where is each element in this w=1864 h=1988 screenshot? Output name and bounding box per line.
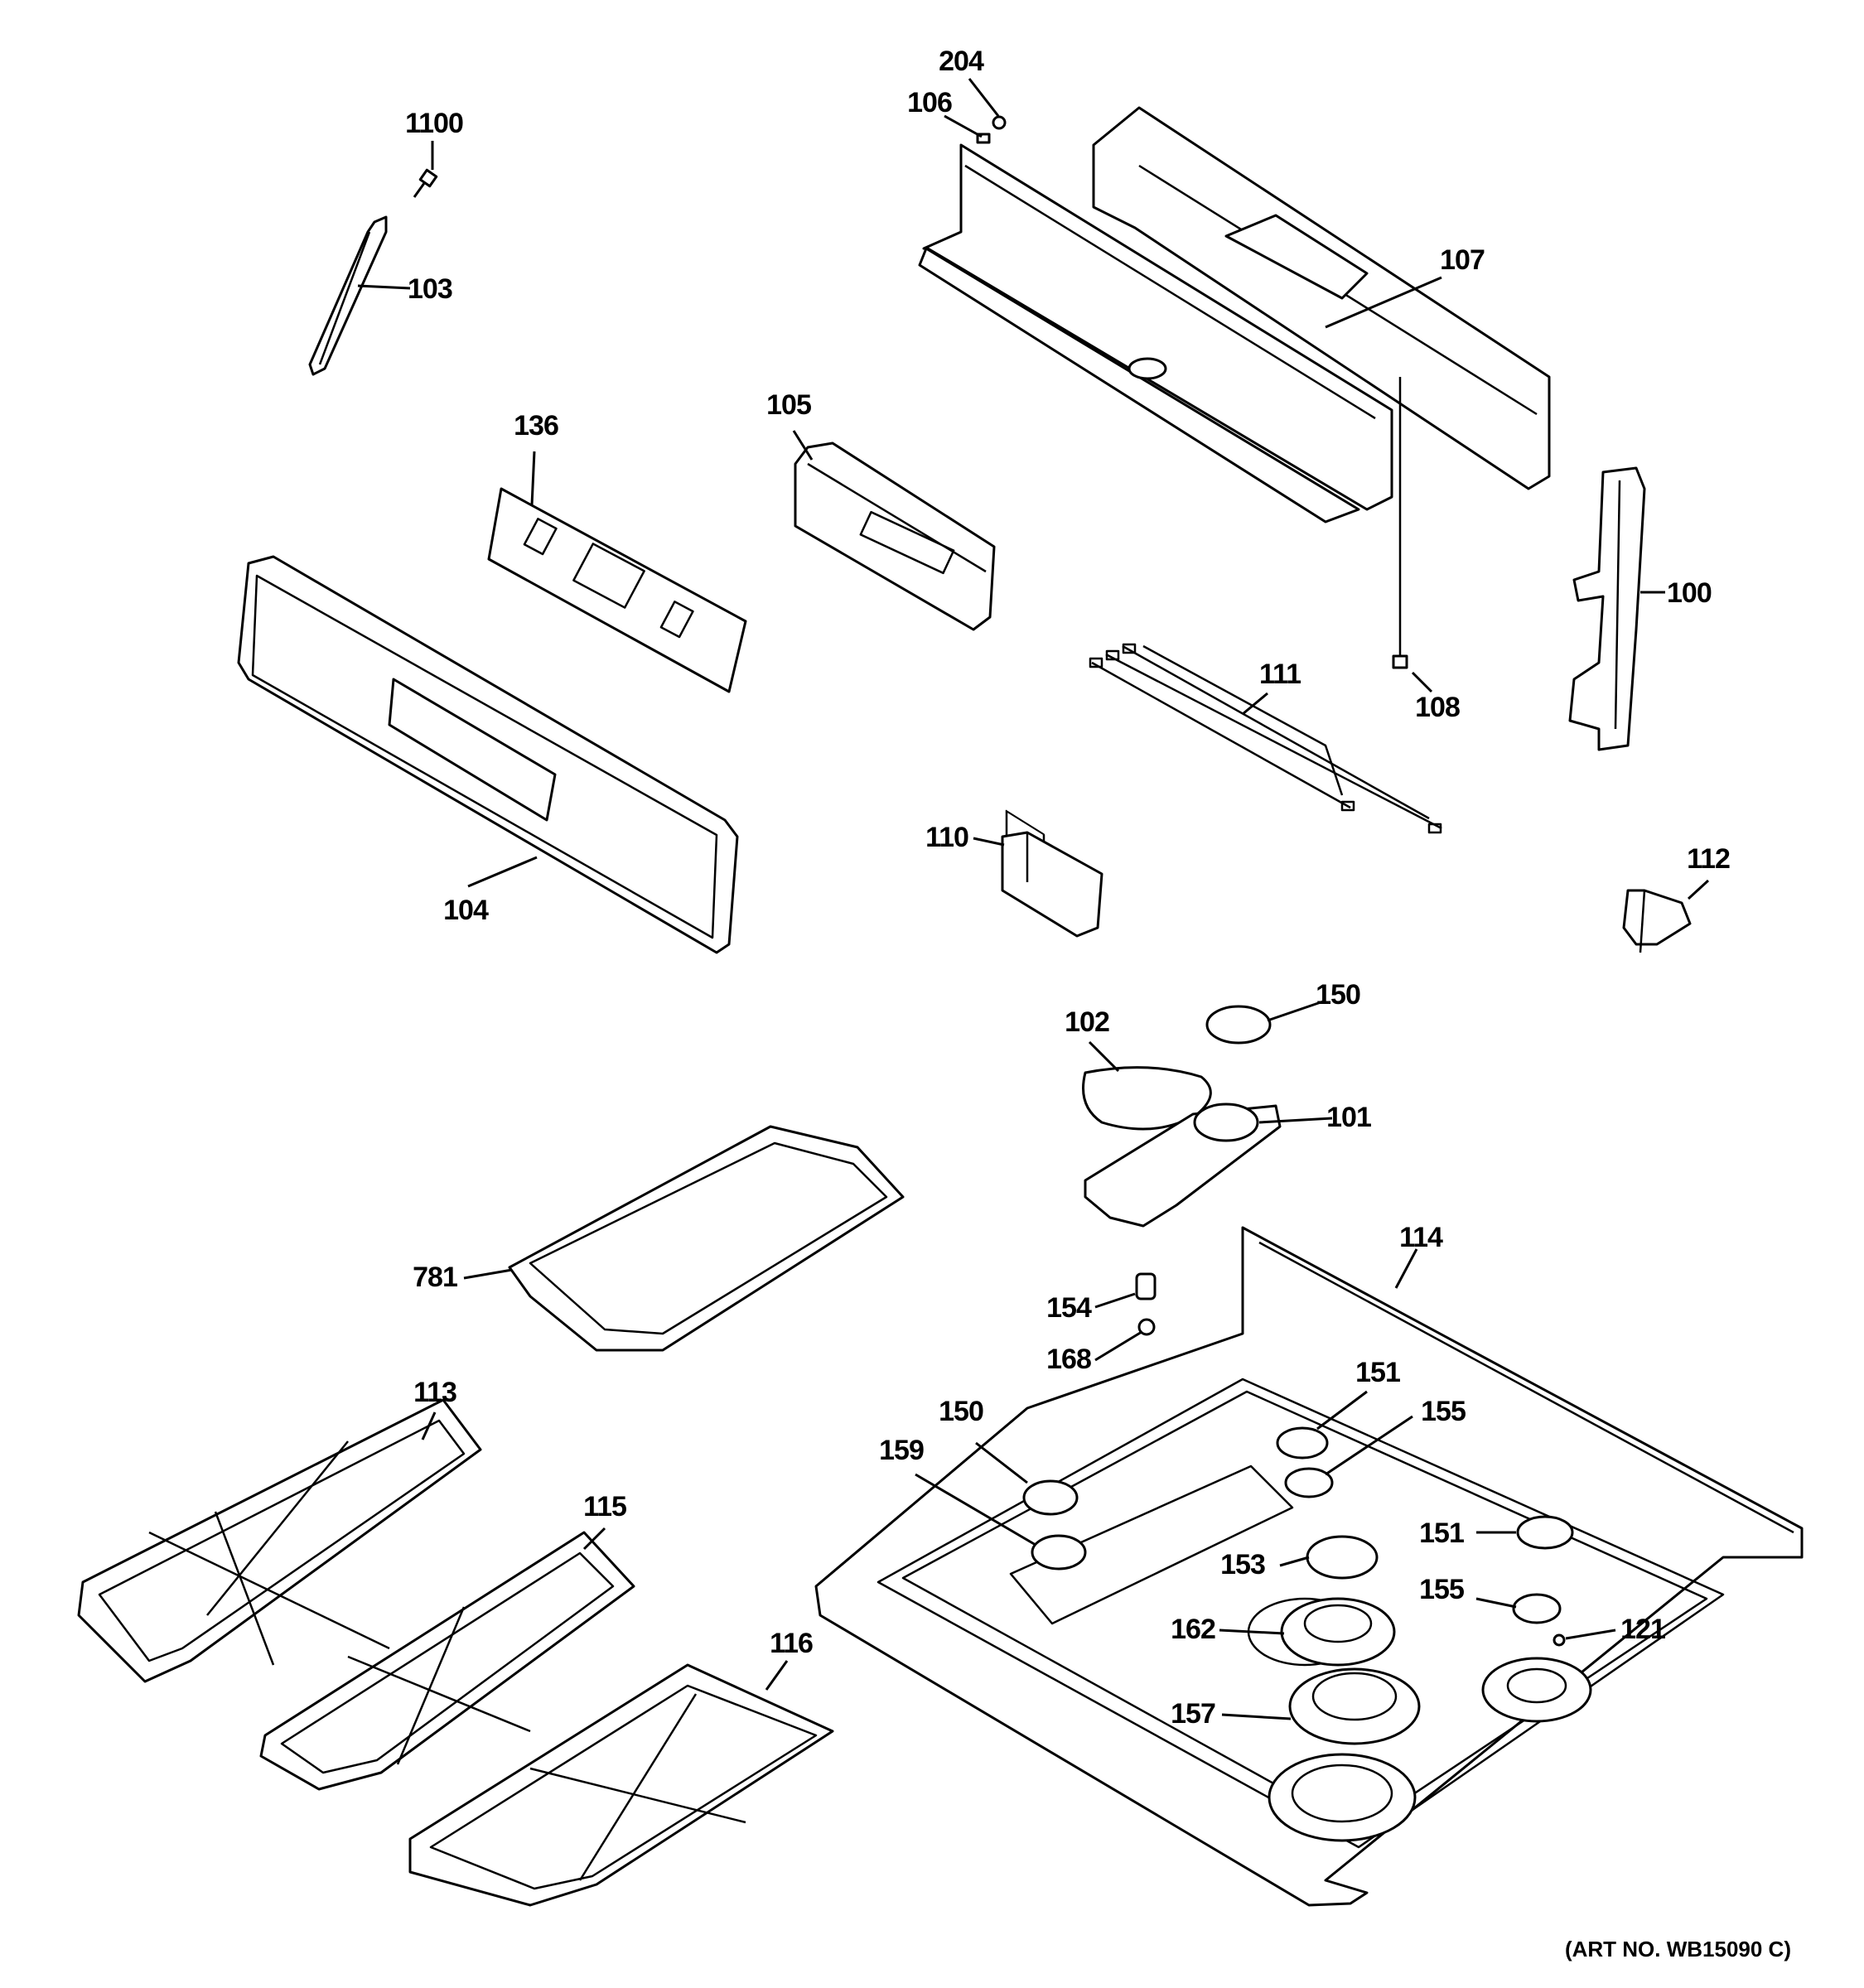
part-101-burner-base: [1084, 1103, 1282, 1228]
part-1100-screw: [413, 168, 438, 198]
part-103-bracket: [308, 215, 388, 376]
part-105-control-board: [794, 442, 996, 631]
part-155-head-rear-left: [1284, 1467, 1334, 1498]
part-110-module: [1001, 831, 1103, 938]
label-115: 115: [583, 1491, 626, 1522]
part-781-griddle: [508, 1125, 905, 1352]
label-157: 157: [1171, 1698, 1215, 1730]
label-155-right: 155: [1419, 1574, 1464, 1605]
callout-labels: 204 106 1100 107 103 136 105 100 111 108…: [405, 46, 1791, 1961]
label-151-right: 151: [1419, 1518, 1464, 1549]
part-136-overlay: [487, 487, 747, 693]
label-136: 136: [514, 410, 558, 442]
part-151-cap-right: [1516, 1515, 1574, 1550]
part-159-head-left: [1031, 1534, 1087, 1571]
part-154-orifice: [1135, 1272, 1157, 1300]
label-103: 103: [408, 273, 452, 305]
part-104-control-panel: [237, 555, 739, 954]
part-151-cap-rear-left: [1276, 1426, 1329, 1460]
label-114: 114: [1399, 1222, 1443, 1253]
label-112: 112: [1687, 843, 1730, 875]
label-150-left: 150: [939, 1396, 983, 1427]
label-151-rear: 151: [1355, 1357, 1400, 1388]
label-106: 106: [907, 87, 952, 118]
part-112-switch: [1622, 889, 1692, 953]
part-162-burner-center: [1280, 1597, 1396, 1667]
label-150-top: 150: [1316, 979, 1360, 1011]
label-168: 168: [1046, 1344, 1091, 1375]
part-155-head-right: [1512, 1593, 1562, 1624]
part-150-cap-left: [1022, 1479, 1079, 1516]
part-100-side-trim: [1568, 466, 1646, 751]
part-108-screw: [1392, 377, 1408, 669]
label-781: 781: [413, 1262, 457, 1293]
label-116: 116: [770, 1628, 813, 1659]
label-107: 107: [1440, 244, 1485, 276]
leader-lines: [357, 78, 1710, 1720]
label-104: 104: [443, 895, 489, 926]
part-burner-right-front: [1481, 1657, 1592, 1723]
label-101: 101: [1326, 1102, 1371, 1133]
part-168-spring: [1137, 1318, 1156, 1336]
part-121-screw: [1553, 1633, 1566, 1647]
label-100: 100: [1667, 577, 1712, 609]
label-155-rear: 155: [1421, 1396, 1466, 1427]
part-153-cap-center: [1306, 1535, 1379, 1580]
label-111: 111: [1259, 659, 1301, 690]
part-114-cooktop: [814, 1226, 1804, 1907]
part-150-cap-top: [1205, 1005, 1272, 1045]
label-154: 154: [1046, 1292, 1092, 1324]
part-107-panel: [1092, 106, 1551, 490]
part-115-grate: [259, 1531, 635, 1791]
label-105: 105: [766, 389, 811, 421]
part-113-grate: [77, 1398, 482, 1683]
label-113: 113: [413, 1377, 456, 1408]
part-204-screw: [992, 115, 1007, 130]
part-106-panel: [918, 143, 1393, 873]
label-1100: 1100: [405, 108, 463, 139]
label-110: 110: [925, 822, 968, 853]
label-204: 204: [939, 46, 984, 77]
label-153: 153: [1220, 1549, 1265, 1580]
art-number: (ART NO. WB15090 C): [1565, 1937, 1791, 1961]
label-108: 108: [1415, 692, 1460, 723]
part-111-wire-harness: [1089, 643, 1442, 834]
part-116-grate: [408, 1663, 834, 1907]
part-106-clip: [976, 133, 991, 144]
label-162: 162: [1171, 1614, 1215, 1645]
label-159: 159: [879, 1435, 924, 1466]
part-157-burner-front: [1268, 1667, 1421, 1842]
label-102: 102: [1065, 1006, 1109, 1038]
label-121: 121: [1620, 1614, 1665, 1645]
